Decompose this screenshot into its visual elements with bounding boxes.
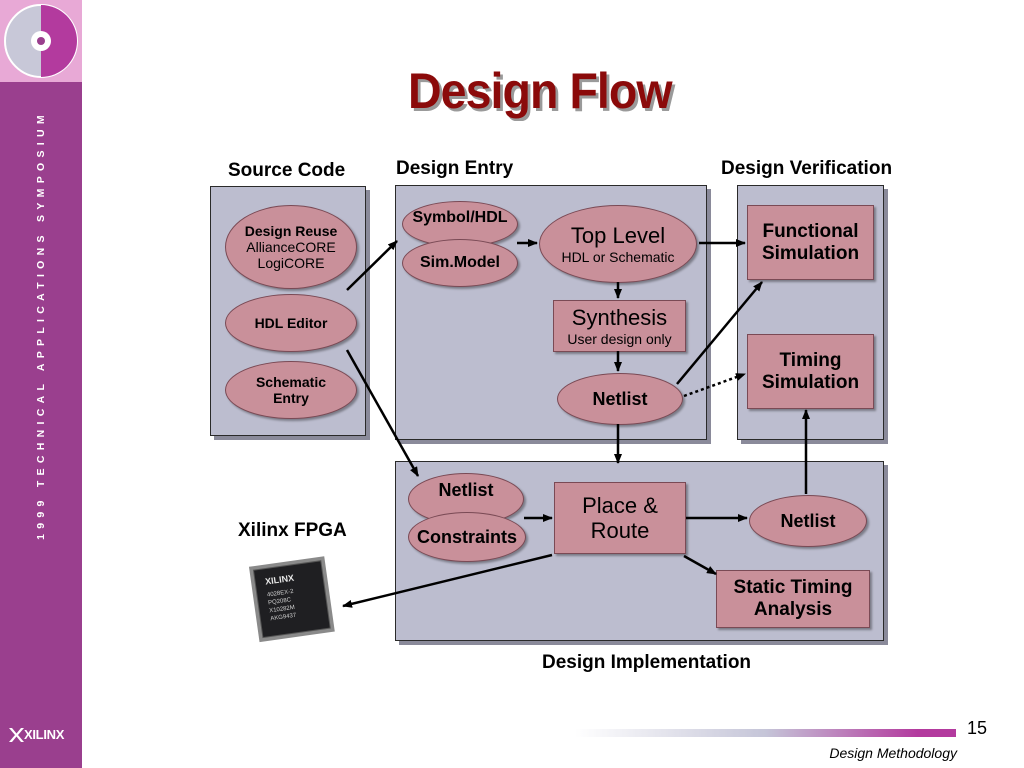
chip-brand: XILINX bbox=[264, 573, 294, 587]
cd-logo bbox=[0, 0, 82, 82]
arrow-netlist-to-functional bbox=[676, 281, 763, 385]
design-verification-label: Design Verification bbox=[721, 158, 893, 179]
chip-line-2: PQ208C bbox=[268, 597, 292, 606]
xilinx-mark-icon bbox=[9, 728, 24, 742]
design-entry-label: Design Entry bbox=[396, 158, 514, 179]
xilinx-sidebar-logo: XILINX bbox=[8, 724, 76, 746]
netlist-out-node: Netlist bbox=[749, 495, 867, 547]
footer-text: Design Methodology bbox=[829, 745, 957, 761]
netlist-entry-node: Netlist bbox=[557, 373, 683, 425]
chip-line-4: AKG9437 bbox=[270, 613, 297, 623]
source-code-label: Source Code bbox=[228, 160, 346, 181]
place-route-node: Place & Route bbox=[554, 482, 686, 554]
cd-icon bbox=[4, 4, 78, 78]
sidebar: 1999 TECHNICAL APPLICATIONS SYMPOSIUM XI… bbox=[0, 0, 82, 768]
chip-line-3: X10282M bbox=[269, 605, 295, 615]
page-title: Design Flow bbox=[408, 63, 673, 119]
synthesis-node: Synthesis User design only bbox=[553, 300, 686, 352]
static-timing-node: Static Timing Analysis bbox=[716, 570, 870, 628]
sim-model-node: Sim.Model bbox=[402, 239, 518, 287]
design-implementation-label: Design Implementation bbox=[542, 652, 752, 673]
xilinx-fpga-label: Xilinx FPGA bbox=[238, 520, 347, 541]
arrow-source-to-implementation bbox=[345, 349, 420, 477]
arrow-netlist-to-timing-dotted bbox=[683, 372, 746, 398]
arrow-place-route-to-static-timing bbox=[683, 554, 717, 576]
netlist-impl-node: Netlist bbox=[408, 473, 524, 525]
arrow-place-route-to-fpga bbox=[342, 553, 553, 608]
top-level-node: Top Level HDL or Schematic bbox=[539, 205, 697, 283]
fpga-chip-image: XILINX 4028EX-2 PQ208C X10282M AKG9437 bbox=[248, 556, 335, 643]
design-reuse-node: Design Reuse AllianceCORE LogiCORE bbox=[225, 205, 357, 289]
page-number: 15 bbox=[966, 718, 987, 738]
symbol-hdl-node: Symbol/HDL bbox=[402, 201, 518, 247]
arrow-source-to-entry bbox=[346, 240, 398, 291]
constraints-node: Constraints bbox=[408, 512, 526, 562]
chip-line-1: 4028EX-2 bbox=[267, 589, 295, 599]
fpga-chip: XILINX 4028EX-2 PQ208C X10282M AKG9437 bbox=[248, 555, 335, 643]
schematic-entry-node: Schematic Entry bbox=[225, 361, 357, 419]
hdl-editor-node: HDL Editor bbox=[225, 294, 357, 352]
functional-simulation-node: Functional Simulation bbox=[747, 205, 874, 280]
timing-simulation-node: Timing Simulation bbox=[747, 334, 874, 409]
footer-gradient-bar bbox=[575, 729, 956, 737]
